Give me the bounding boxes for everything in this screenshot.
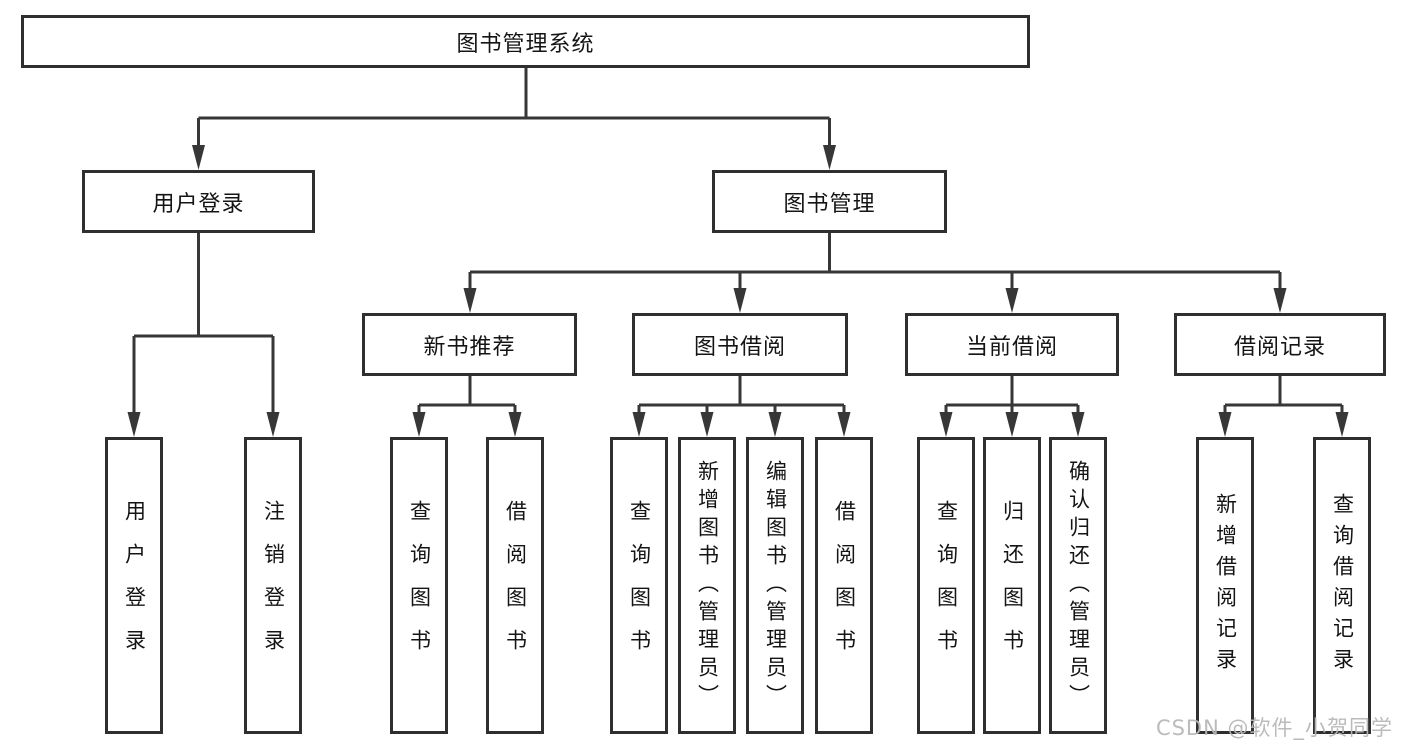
- arrow-icon: [463, 288, 477, 313]
- arrow-icon: [266, 412, 280, 437]
- node-label: 确认归还（管理员）: [1066, 459, 1091, 712]
- node-label: 注销登录: [261, 499, 286, 672]
- node-confirm-return-admin: 确认归还（管理员）: [1049, 437, 1107, 734]
- node-label: 借阅图书: [503, 499, 528, 672]
- node-logout: 注销登录: [244, 437, 302, 734]
- node-borrow-book-2: 借阅图书: [815, 437, 873, 734]
- node-return-book: 归还图书: [983, 437, 1041, 734]
- node-label: 新增图书（管理员）: [695, 459, 720, 712]
- node-query-book-2: 查询图书: [610, 437, 668, 734]
- arrow-icon: [768, 412, 782, 437]
- node-label: 新增借阅记录: [1213, 492, 1238, 679]
- node-add-borrow-record: 新增借阅记录: [1196, 437, 1254, 734]
- node-label: 借阅图书: [832, 499, 857, 672]
- node-query-borrow-record: 查询借阅记录: [1313, 437, 1371, 734]
- node-label: 查询图书: [934, 499, 959, 672]
- arrow-icon: [1218, 412, 1232, 437]
- arrow-icon: [412, 412, 426, 437]
- node-add-book-admin: 新增图书（管理员）: [678, 437, 736, 734]
- node-label: 查询图书: [627, 499, 652, 672]
- arrow-icon: [632, 412, 646, 437]
- connector-path: [132, 68, 1344, 416]
- arrow-icon: [127, 412, 141, 437]
- node-query-book-3: 查询图书: [917, 437, 975, 734]
- node-label: 用户登录: [152, 191, 245, 217]
- node-borrow-book-1: 借阅图书: [486, 437, 544, 734]
- node-book-management: 图书管理: [712, 170, 947, 233]
- node-query-book-1: 查询图书: [390, 437, 448, 734]
- node-label: 图书管理系统: [456, 31, 595, 57]
- node-borrow-record: 借阅记录: [1174, 313, 1386, 376]
- arrow-icon: [1335, 412, 1349, 437]
- node-label: 编辑图书（管理员）: [763, 459, 788, 712]
- arrowheads: [127, 145, 1349, 437]
- node-user-login-group: 用户登录: [82, 170, 315, 233]
- arrow-icon: [1273, 288, 1287, 313]
- node-label: 新书推荐: [423, 334, 516, 360]
- node-current-borrow: 当前借阅: [905, 313, 1119, 376]
- arrow-icon: [837, 412, 851, 437]
- node-label: 当前借阅: [965, 334, 1058, 360]
- arrow-icon: [700, 412, 714, 437]
- arrow-icon: [508, 412, 522, 437]
- node-label: 借阅记录: [1233, 334, 1326, 360]
- arrow-icon: [192, 145, 205, 170]
- node-label: 图书借阅: [693, 334, 786, 360]
- arrow-icon: [823, 145, 836, 170]
- node-user-login: 用户登录: [105, 437, 163, 734]
- arrow-icon: [733, 288, 747, 313]
- node-library-system: 图书管理系统: [21, 15, 1030, 68]
- watermark: CSDN @软件_小贺同学: [1155, 716, 1393, 740]
- node-label: 图书管理: [783, 191, 876, 217]
- node-label: 查询借阅记录: [1330, 492, 1355, 679]
- node-label: 归还图书: [1000, 499, 1025, 672]
- node-new-book-recommend: 新书推荐: [362, 313, 577, 376]
- node-label: 查询图书: [407, 499, 432, 672]
- node-edit-book-admin: 编辑图书（管理员）: [746, 437, 804, 734]
- arrow-icon: [1005, 412, 1019, 437]
- arrow-icon: [939, 412, 953, 437]
- node-label: 用户登录: [122, 499, 147, 672]
- arrow-icon: [1071, 412, 1085, 437]
- arrow-icon: [1005, 288, 1019, 313]
- node-book-borrow: 图书借阅: [632, 313, 848, 376]
